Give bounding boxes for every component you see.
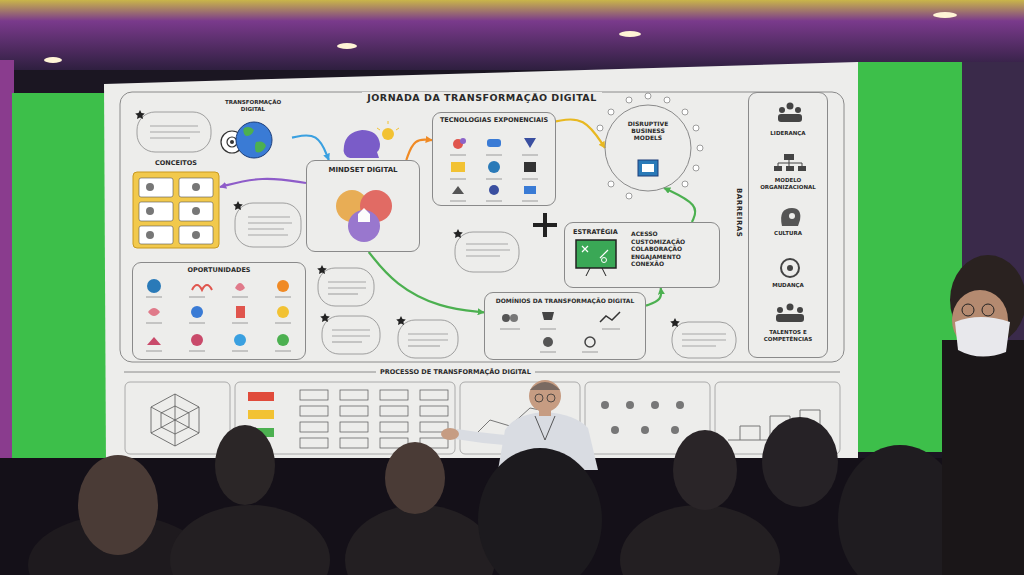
technology-icons bbox=[450, 138, 538, 201]
business-ring bbox=[597, 93, 703, 199]
globe-icon bbox=[221, 122, 272, 158]
audience bbox=[28, 255, 1024, 575]
globe-node: TRANSFORMAÇÃO DIGITAL bbox=[214, 98, 292, 162]
barrier-label: CULTURA bbox=[750, 230, 826, 237]
node-heading: CONCEITOS bbox=[132, 160, 220, 168]
plus-sign bbox=[533, 213, 557, 237]
node-heading: ESTRATÉGIA bbox=[573, 229, 618, 237]
flow-arrow bbox=[556, 119, 605, 148]
strategy-box: ESTRATÉGIA ACESSOCUSTOMIZAÇÃOCOLABORAÇÃOE… bbox=[564, 222, 720, 288]
node-heading: OPORTUNIDADES bbox=[137, 267, 301, 275]
green-screen-left bbox=[12, 93, 108, 468]
venn-icon bbox=[336, 190, 392, 242]
callout-ovals bbox=[137, 112, 736, 358]
flow-arrow bbox=[220, 179, 306, 187]
business-icon bbox=[638, 160, 658, 176]
node-heading: BARREIRAS bbox=[735, 188, 743, 237]
diagram-title: JORNADA DA TRANSFORMAÇÃO DIGITAL bbox=[362, 92, 602, 104]
node-heading: TRANSFORMAÇÃO DIGITAL bbox=[214, 99, 292, 112]
node-heading: MINDSET DIGITAL bbox=[311, 166, 415, 174]
node-heading: PROCESSO DE TRANSFORMAÇÃO DIGITAL bbox=[376, 369, 535, 377]
flow-arrow bbox=[292, 135, 329, 160]
opportunity-icons bbox=[146, 279, 291, 351]
list-item: CUSTOMIZAÇÃO bbox=[631, 238, 715, 246]
barrier-label: MODELO ORGANIZACIONAL bbox=[750, 177, 826, 190]
title-box: JORNADA DA TRANSFORMAÇÃO DIGITAL bbox=[300, 86, 664, 105]
ceiling-lights bbox=[44, 12, 957, 63]
flow-arrow bbox=[406, 139, 432, 160]
head-icon bbox=[344, 121, 399, 158]
concept-box: CONCEITOS bbox=[132, 160, 220, 250]
ceiling bbox=[0, 0, 1024, 70]
concept-panel bbox=[133, 172, 219, 248]
list-item: ACESSO bbox=[631, 230, 715, 238]
node-heading: TECNOLOGIAS EXPONENCIAIS bbox=[437, 117, 551, 125]
circle-outline bbox=[604, 104, 692, 192]
domain-box: DOMÍNIOS DA TRANSFORMAÇÃO DIGITAL bbox=[484, 292, 646, 360]
strategy-board bbox=[576, 240, 616, 276]
list-item: ENGAJAMENTO bbox=[631, 253, 715, 261]
wall-glow bbox=[0, 60, 14, 470]
illegible-small-print bbox=[150, 126, 726, 346]
flow-arrow bbox=[646, 288, 661, 306]
barrier-label: LIDERANÇA bbox=[750, 130, 826, 137]
diagram-frame bbox=[120, 92, 844, 362]
node-heading: DOMÍNIOS DA TRANSFORMAÇÃO DIGITAL bbox=[489, 297, 641, 304]
slide-panel bbox=[104, 62, 858, 466]
circle-shape bbox=[605, 105, 691, 191]
list-item: CONEXÃO bbox=[631, 260, 715, 268]
business-circle: DISRUPTIVE BUSINESS MODELS bbox=[604, 104, 692, 192]
technology-box: TECNOLOGIAS EXPONENCIAIS bbox=[432, 112, 556, 206]
process-band: PROCESSO DE TRANSFORMAÇÃO DIGITAL bbox=[118, 366, 846, 458]
node-heading: DISRUPTIVE BUSINESS MODELS bbox=[620, 120, 676, 142]
opportunity-box: OPORTUNIDADES bbox=[132, 262, 306, 360]
flow-arrow bbox=[664, 188, 695, 222]
barrier-label: MUDANÇA bbox=[750, 282, 826, 289]
list-item: COLABORAÇÃO bbox=[631, 245, 715, 253]
domain-icons bbox=[500, 312, 620, 352]
barrier-label: TALENTOS E COMPETÊNCIAS bbox=[750, 329, 826, 342]
mindset-box: MINDSET DIGITAL bbox=[306, 160, 420, 252]
flow-arrow bbox=[369, 252, 484, 312]
